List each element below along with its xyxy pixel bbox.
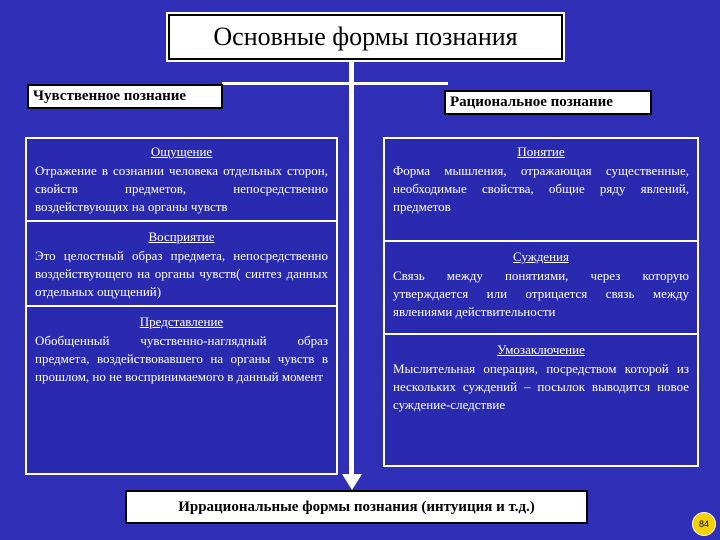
- judgment-text: Связь между понятиями, через которую утв…: [393, 268, 689, 319]
- divider: [27, 305, 336, 307]
- perception-heading: Восприятие: [148, 229, 215, 244]
- perception-text: Это целостный образ предмета, непосредст…: [35, 248, 328, 299]
- diagram-title: Основные формы познания: [166, 12, 565, 62]
- arrow-down-icon: [342, 474, 362, 490]
- divider: [385, 333, 697, 335]
- divider: [385, 240, 697, 242]
- inference-text: Мыслительная операция, посредством котор…: [393, 361, 689, 412]
- judgment-heading: Суждения: [513, 249, 569, 264]
- connector-vertical: [349, 60, 354, 478]
- divider: [27, 220, 336, 222]
- rational-panel: Понятие Форма мышления, отражающая сущес…: [383, 137, 699, 467]
- connector-horizontal: [222, 82, 448, 85]
- sensation-text: Отражение в сознании человека отдельных …: [35, 163, 328, 214]
- concept-heading: Понятие: [517, 144, 565, 159]
- irrational-box: Иррациональные формы познания (интуиция …: [125, 490, 588, 524]
- page-number-badge: 84: [692, 512, 716, 536]
- sensory-panel: Ощущение Отражение в сознании человека о…: [25, 137, 338, 475]
- inference-heading: Умозаключение: [497, 342, 585, 357]
- representation-heading: Представление: [139, 314, 224, 329]
- sensation-heading: Ощущение: [150, 144, 213, 159]
- sensory-heading: Чувственное познание: [27, 84, 223, 109]
- concept-text: Форма мышления, отражающая существенные,…: [393, 163, 689, 214]
- representation-text: Обобщенный чувственно-наглядный образ пр…: [35, 333, 328, 384]
- rational-heading: Рациональное познание: [444, 90, 652, 115]
